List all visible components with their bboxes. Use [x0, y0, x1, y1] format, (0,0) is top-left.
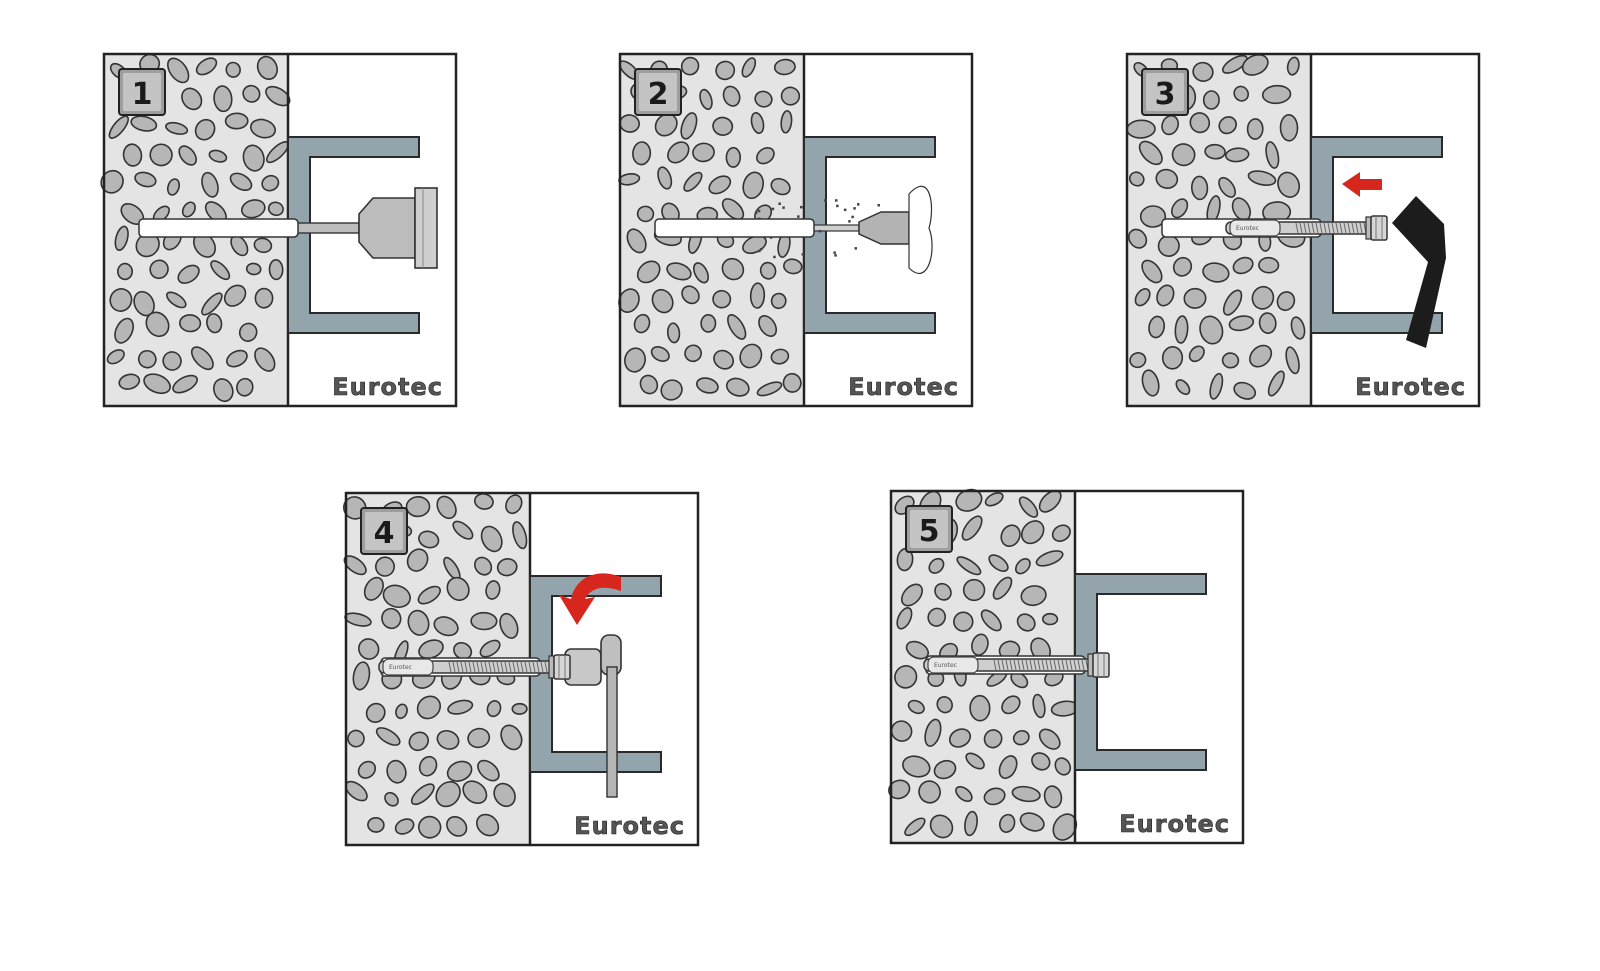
step-number-badge: 5 [905, 505, 953, 553]
step-illustration: Eurotec [923, 652, 1110, 678]
step-number-badge: 3 [1141, 68, 1189, 116]
brand-label: Eurotec [574, 812, 685, 840]
step-number: 1 [132, 77, 153, 112]
brand-label: Eurotec [848, 373, 959, 401]
step-number-badge: 4 [360, 507, 408, 555]
step-number: 3 [1155, 77, 1176, 112]
brand-label: Eurotec [332, 373, 443, 401]
step-number: 2 [648, 77, 669, 112]
hammer-icon [1342, 172, 1446, 348]
steel-channel [1074, 573, 1207, 771]
steel-channel [529, 575, 662, 773]
svg-text:Eurotec: Eurotec [389, 664, 412, 671]
wrench-icon [559, 573, 622, 798]
brand-label: Eurotec [1119, 810, 1230, 838]
step-illustration [654, 185, 933, 275]
steel-channel [287, 136, 420, 334]
step-number: 4 [374, 516, 395, 551]
steel-channel [803, 136, 936, 334]
step-number: 5 [919, 514, 940, 549]
blower-icon [754, 185, 933, 275]
step-number-badge: 2 [634, 68, 682, 116]
svg-text:Eurotec: Eurotec [1236, 225, 1259, 232]
svg-text:Eurotec: Eurotec [934, 662, 957, 669]
step-number-badge: 1 [118, 68, 166, 116]
step-illustration: Eurotec [378, 573, 622, 798]
step-illustration [138, 187, 438, 269]
brand-label: Eurotec [1355, 373, 1466, 401]
step-illustration: Eurotec [1161, 172, 1446, 348]
